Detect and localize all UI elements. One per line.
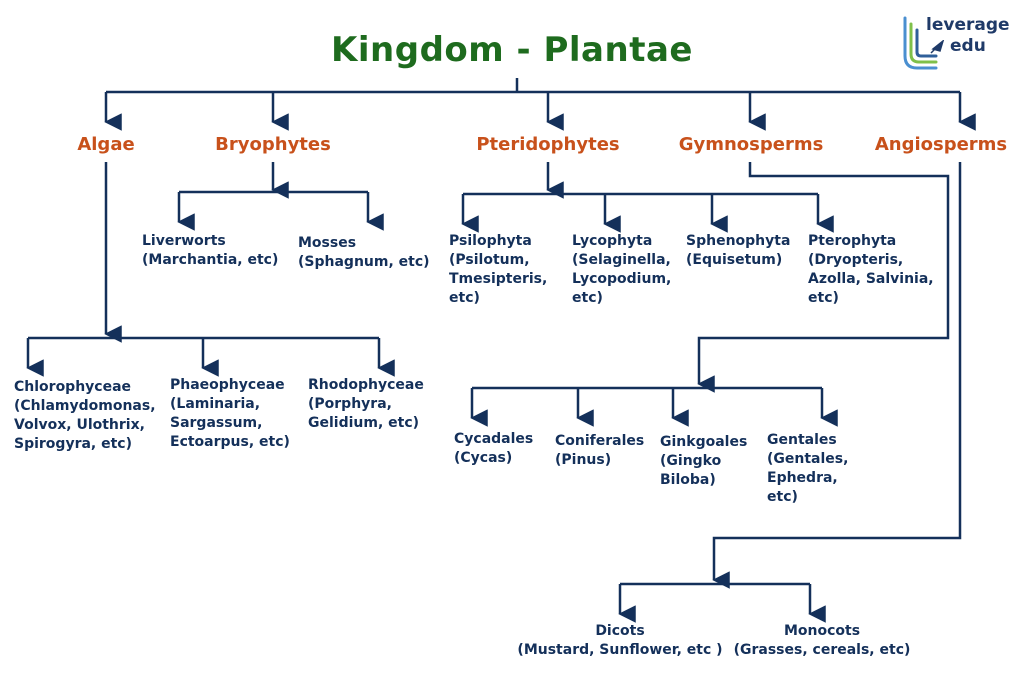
angiosperm-monocots: Monocots (Grasses, cereals, etc) bbox=[733, 623, 911, 658]
pteridophyte-sphenophyta: Sphenophyta (Equisetum) bbox=[686, 233, 791, 268]
leverage-edu-logo: leverage edu bbox=[902, 14, 1012, 74]
gymnosperm-gentales: Gentales (Gentales, Ephedra, etc) bbox=[767, 432, 849, 505]
algae-rhodophyceae: Rhodophyceae (Porphyra, Gelidium, etc) bbox=[308, 377, 424, 431]
gymnosperm-coniferales: Coniferales (Pinus) bbox=[555, 433, 645, 468]
gymnosperm-ginkgoales: Ginkgoales (Gingko Biloba) bbox=[660, 434, 748, 488]
logo-line1: leverage bbox=[926, 15, 1010, 35]
rocket-icon bbox=[930, 40, 945, 54]
algae-phaeophyceae: Phaeophyceae (Laminaria, Sargassum, Ecto… bbox=[170, 377, 290, 450]
algae-chlorophyceae: Chlorophyceae (Chlamydomonas, Volvox, Ul… bbox=[14, 379, 156, 452]
pteridophyte-lycophyta: Lycophyta (Selaginella, Lycopodium, etc) bbox=[572, 233, 672, 306]
group-angiosperms: Angiosperms bbox=[874, 134, 1008, 155]
pteridophyte-psilophyta: Psilophyta (Psilotum, Tmesipteris, etc) bbox=[449, 233, 548, 306]
group-algae: Algae bbox=[77, 134, 135, 155]
diagram-title: Kingdom - Plantae bbox=[331, 30, 693, 70]
group-gymnosperms: Gymnosperms bbox=[678, 134, 824, 155]
pteridophyte-pterophyta: Pterophyta (Dryopteris, Azolla, Salvinia… bbox=[808, 233, 934, 306]
group-pteridophytes: Pteridophytes bbox=[476, 134, 620, 155]
bryophyte-mosses: Mosses (Sphagnum, etc) bbox=[298, 235, 430, 270]
bryophyte-liverworts: Liverworts (Marchantia, etc) bbox=[142, 233, 279, 268]
logo-mark-icon bbox=[903, 16, 938, 70]
angiosperms-stem bbox=[712, 162, 962, 589]
logo-line2: edu bbox=[950, 36, 986, 56]
angiosperm-dicots: Dicots (Mustard, Sunflower, etc ) bbox=[517, 623, 723, 658]
gymnosperm-cycadales: Cycadales (Cycas) bbox=[454, 431, 534, 466]
gymnosperms-stem bbox=[697, 162, 950, 393]
group-bryophytes: Bryophytes bbox=[215, 134, 331, 155]
